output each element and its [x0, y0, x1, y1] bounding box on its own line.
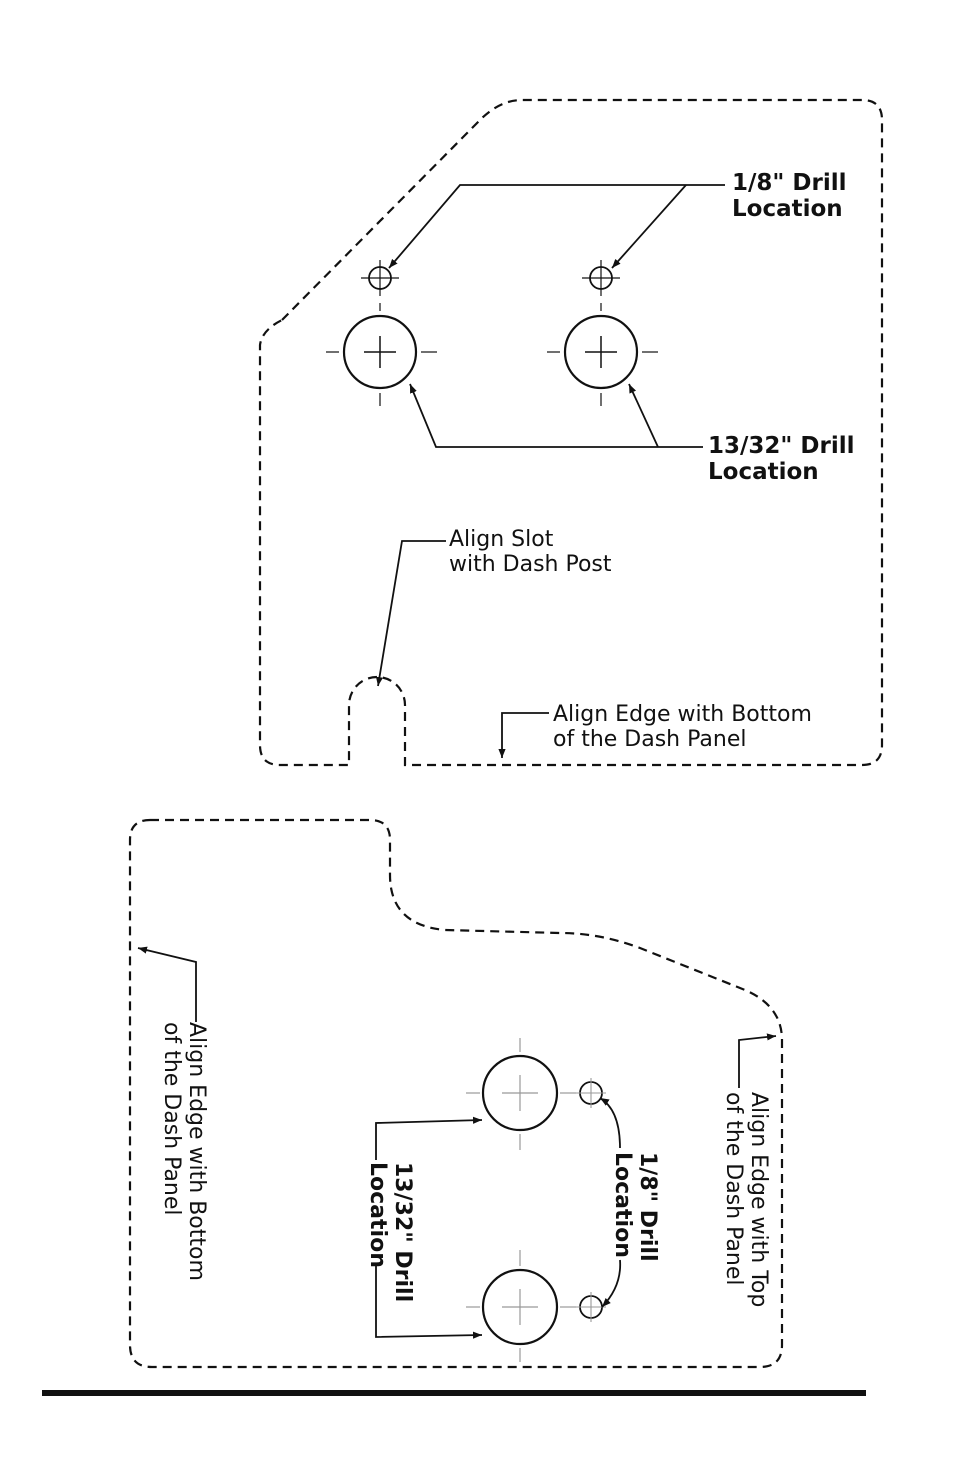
top-small-drill-leader: [389, 185, 725, 268]
top-small-hole-left: [361, 260, 399, 296]
bottom-template-outline: [130, 820, 782, 1367]
bottom-left-edge-leader: [138, 948, 196, 1022]
page-bottom-rule: [42, 1390, 866, 1396]
bottom-large-drill-label: 13/32" Drill Location: [365, 1162, 415, 1310]
top-slot-leader: [378, 541, 446, 686]
bottom-left-edge-label: Align Edge with Bottom of the Dash Panel: [159, 1022, 209, 1288]
top-small-drill-label: 1/8" Drill Location: [732, 170, 855, 222]
bottom-right-edge-label: Align Edge with Top of the Dash Panel: [721, 1092, 771, 1314]
bottom-right-edge-leader: [739, 1036, 776, 1088]
top-large-hole-right: [547, 303, 658, 406]
bottom-template: Align Edge with Bottom of the Dash Panel…: [130, 820, 782, 1367]
top-large-hole-left: [326, 303, 437, 406]
top-large-drill-label: 13/32" Drill Location: [708, 433, 863, 485]
bottom-small-drill-label: 1/8" Drill Location: [610, 1152, 660, 1269]
top-edge-label: Align Edge with Bottom of the Dash Panel: [553, 702, 819, 752]
bottom-small-hole-lower: [576, 1292, 606, 1322]
top-large-drill-leader: [410, 384, 703, 447]
top-slot-label: Align Slot with Dash Post: [449, 527, 612, 577]
bottom-large-hole-lower: [466, 1250, 576, 1362]
bottom-large-hole-upper: [466, 1038, 576, 1150]
top-edge-leader: [502, 713, 549, 758]
bottom-small-hole-upper: [576, 1078, 606, 1108]
top-template: 1/8" Drill Location 13/32" Drill Locatio…: [260, 100, 882, 765]
